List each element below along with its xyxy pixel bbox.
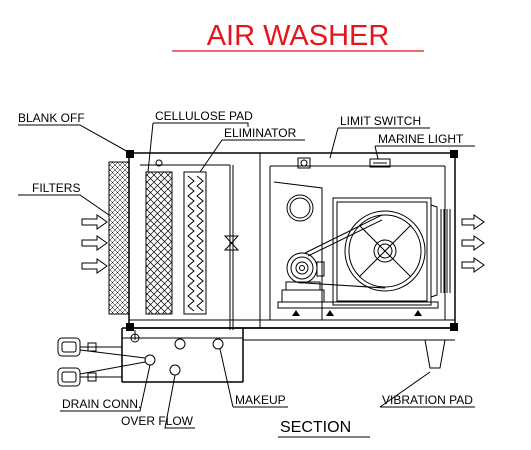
water-distribution-pipe xyxy=(140,159,240,330)
inlet-air-arrows xyxy=(81,214,108,274)
label-limit-switch: LIMIT SWITCH xyxy=(340,114,421,128)
drive-belt xyxy=(304,214,386,289)
filters xyxy=(108,161,130,315)
corner-post xyxy=(450,323,458,331)
limit-switch xyxy=(297,157,311,169)
section-caption: SECTION xyxy=(280,419,351,436)
motor xyxy=(277,252,439,309)
label-blank-off: BLANK OFF xyxy=(18,111,85,125)
cellulose-pad xyxy=(145,171,173,315)
title: AIR WASHER xyxy=(207,20,390,52)
label-filters: FILTERS xyxy=(32,181,80,195)
label-marine-light: MARINE LIGHT xyxy=(378,132,464,146)
vibration-pads xyxy=(292,310,422,316)
label-eliminator: ELIMINATOR xyxy=(224,126,297,140)
label-over-flow: OVER FLOW xyxy=(121,414,194,428)
valve-icon xyxy=(223,235,240,251)
label-vibration-pad: VIBRATION PAD xyxy=(382,393,473,407)
water-sump xyxy=(121,327,455,383)
fan-section xyxy=(273,181,451,320)
marine-light xyxy=(369,158,391,168)
corner-post xyxy=(450,150,458,158)
leader-lines xyxy=(18,122,475,429)
eliminator xyxy=(183,171,207,315)
label-makeup: MAKEUP xyxy=(235,393,286,407)
label-cellulose-pad: CELLULOSE PAD xyxy=(155,109,253,123)
corner-post xyxy=(126,150,134,158)
outlet-air-arrows xyxy=(461,214,485,273)
air-washer-housing xyxy=(126,150,458,331)
pumps xyxy=(57,337,146,387)
label-drain-conn: DRAIN CONN. xyxy=(62,397,141,411)
corner-post xyxy=(126,323,134,331)
